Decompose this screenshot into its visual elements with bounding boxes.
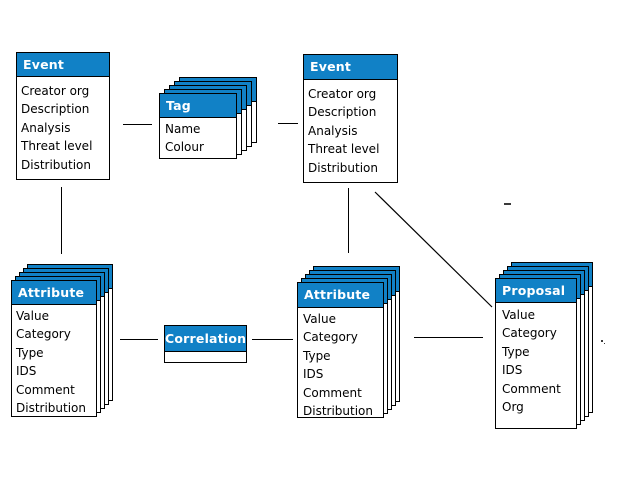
connector-attribute-middle-proposal: [414, 337, 483, 339]
entity-field: Threat level: [21, 139, 93, 154]
entity-field: Type: [303, 348, 331, 363]
connector-event-right-attribute-middle: [348, 188, 350, 253]
entity-field: Type: [16, 345, 44, 360]
entity-event-right: Event Creator org Description Analysis T…: [303, 54, 398, 183]
connector-correlation-attribute-middle: [252, 339, 293, 341]
entity-title: Event: [17, 53, 109, 77]
entity-attribute-left: Attribute Value Category Type IDS Commen…: [11, 264, 113, 417]
entity-field: Colour: [165, 140, 204, 155]
entity-title: Proposal: [496, 279, 576, 303]
entity-tag: Tag Name Colour: [159, 77, 257, 159]
entity-title: Tag: [160, 94, 236, 118]
entity-correlation: Correlation: [164, 325, 247, 363]
connector-attribute-left-correlation: [120, 339, 158, 341]
entity-field: Org: [502, 400, 524, 415]
entity-field: Value: [502, 308, 535, 322]
entity-field: Description: [21, 102, 90, 117]
entity-field: Creator org: [21, 84, 90, 98]
entity-field: Comment: [16, 382, 75, 397]
entity-field: Name: [165, 122, 201, 136]
entity-field: Category: [303, 330, 358, 345]
entity-field: Distribution: [16, 401, 87, 416]
entity-field: Value: [303, 312, 336, 326]
entity-title: Correlation: [165, 326, 246, 352]
stray-mark: [504, 203, 511, 205]
entity-field: IDS: [303, 367, 324, 382]
entity-field: Description: [308, 105, 377, 120]
connector-event-left-attribute-left: [61, 187, 63, 254]
entity-field: IDS: [16, 364, 37, 379]
entity-field: Category: [16, 327, 71, 342]
connector-tag-event-right: [278, 123, 298, 125]
stray-mark: [601, 340, 603, 342]
entity-field: Distribution: [308, 160, 379, 175]
entity-field: Threat level: [308, 142, 380, 157]
entity-field: Category: [502, 326, 557, 341]
entity-attribute-middle: Attribute Value Category Type IDS Commen…: [297, 266, 400, 419]
entity-field: IDS: [502, 363, 523, 378]
stray-mark: [603, 342, 605, 344]
entity-field: Type: [502, 344, 530, 359]
entity-proposal: Proposal Value Category Type IDS Comment…: [495, 262, 593, 429]
entity-title: Attribute: [12, 281, 96, 305]
entity-title: Event: [304, 55, 397, 80]
entity-field: Comment: [502, 381, 561, 396]
entity-field: Analysis: [308, 123, 358, 138]
connector-event-left-tag: [123, 124, 152, 126]
entity-field: Creator org: [308, 87, 377, 101]
entity-title: Attribute: [298, 283, 383, 308]
entity-event-left: Event Creator org Description Analysis T…: [16, 52, 110, 180]
entity-field: Analysis: [21, 120, 71, 135]
entity-field: Distribution: [303, 404, 374, 419]
entity-field: Comment: [303, 385, 362, 400]
entity-field: Value: [16, 309, 49, 323]
entity-field: Distribution: [21, 157, 92, 172]
